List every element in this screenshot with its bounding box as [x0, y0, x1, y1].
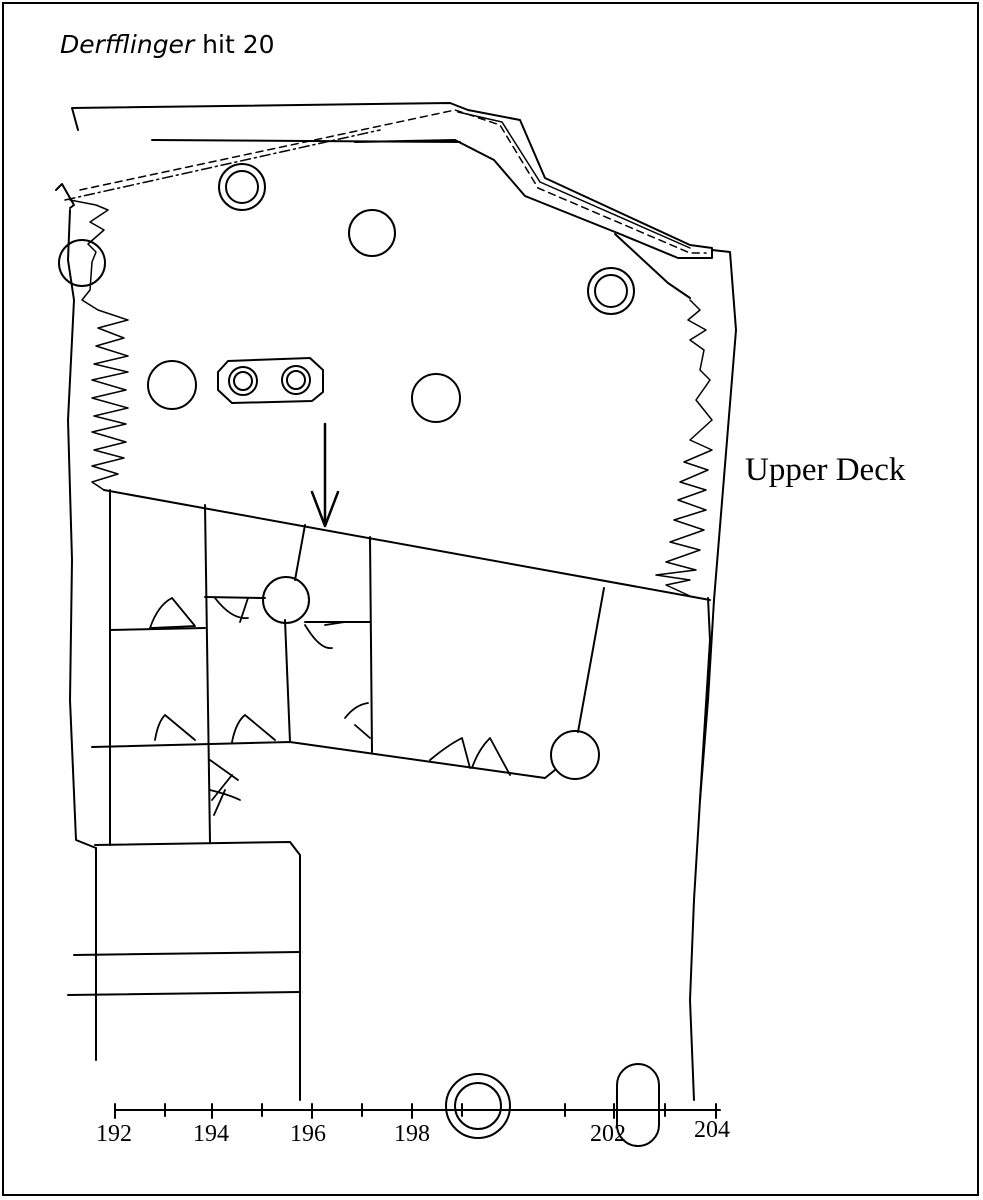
circle-left — [58, 239, 106, 287]
upper-circles — [58, 163, 635, 423]
circle-5 — [411, 373, 461, 423]
large-double-ring — [445, 1073, 511, 1139]
hit-number: hit 20 — [194, 30, 275, 59]
tick-label: 192 — [96, 1121, 132, 1147]
ship-name: Derfflinger — [60, 30, 195, 59]
double-ring-3 — [587, 267, 635, 315]
upper-deck-label: Upper Deck — [745, 452, 906, 488]
circle-2 — [348, 209, 396, 257]
oval-opening — [616, 1063, 660, 1147]
circle-7 — [550, 730, 600, 780]
compartment-lines — [67, 489, 605, 1101]
left-break-line — [67, 199, 129, 849]
twin-plate — [217, 357, 324, 404]
upper-deck-line — [103, 489, 711, 601]
double-ring-1 — [218, 163, 266, 211]
hull-outline — [55, 102, 713, 259]
circle-4 — [147, 360, 197, 410]
tick-label: 194 — [193, 1121, 229, 1147]
circle-6 — [262, 576, 310, 624]
frame-scale — [114, 1103, 721, 1119]
right-break-line — [614, 233, 737, 1101]
figure-title: Derfflinger hit 20 — [60, 30, 275, 59]
door-swings — [149, 597, 511, 816]
tick-label: 196 — [290, 1121, 326, 1147]
bottom-features — [445, 1063, 660, 1147]
tick-label: 204 — [694, 1117, 730, 1143]
tick-label: 202 — [590, 1121, 626, 1147]
hit-arrow — [310, 422, 340, 528]
tick-label: 198 — [394, 1121, 430, 1147]
